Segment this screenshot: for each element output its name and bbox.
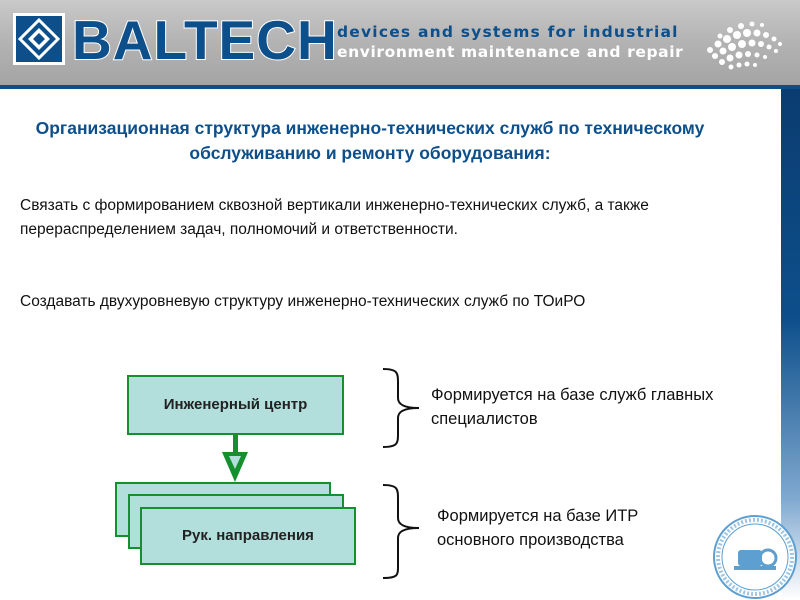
slide-title: Организационная структура инженерно-техн… [35, 118, 705, 163]
note-bottom-text: Формируется на базе ИТР основного произв… [437, 507, 639, 549]
engineering-center-box: Инженерный центр [127, 375, 344, 435]
paragraph-1: Связать с формированием сквозной вертика… [20, 197, 649, 238]
tagline-line-2: environment maintenance and repair [337, 43, 684, 61]
header-band: BALTECH devices and systems for industri… [0, 0, 800, 85]
note-bottom: Формируется на базе ИТР основного произв… [437, 504, 717, 552]
dotted-globe-icon [707, 21, 782, 70]
baltech-logo-icon [13, 13, 65, 65]
paragraph-2: Создавать двухуровневую структуру инжене… [20, 293, 586, 310]
header-divider [0, 85, 800, 89]
right-edge-bar [781, 89, 800, 600]
tagline: devices and systems for industrial envir… [337, 22, 683, 62]
logo-wordmark: BALTECH [71, 9, 338, 71]
direction-heads-box: Рук. направления [140, 507, 356, 565]
note-top-text: Формируется на базе служб главных специа… [431, 386, 714, 428]
tagline-line-1: devices and systems for industrial [337, 23, 679, 41]
note-top: Формируется на базе служб главных специа… [431, 383, 731, 431]
round-seal-icon [713, 515, 797, 599]
